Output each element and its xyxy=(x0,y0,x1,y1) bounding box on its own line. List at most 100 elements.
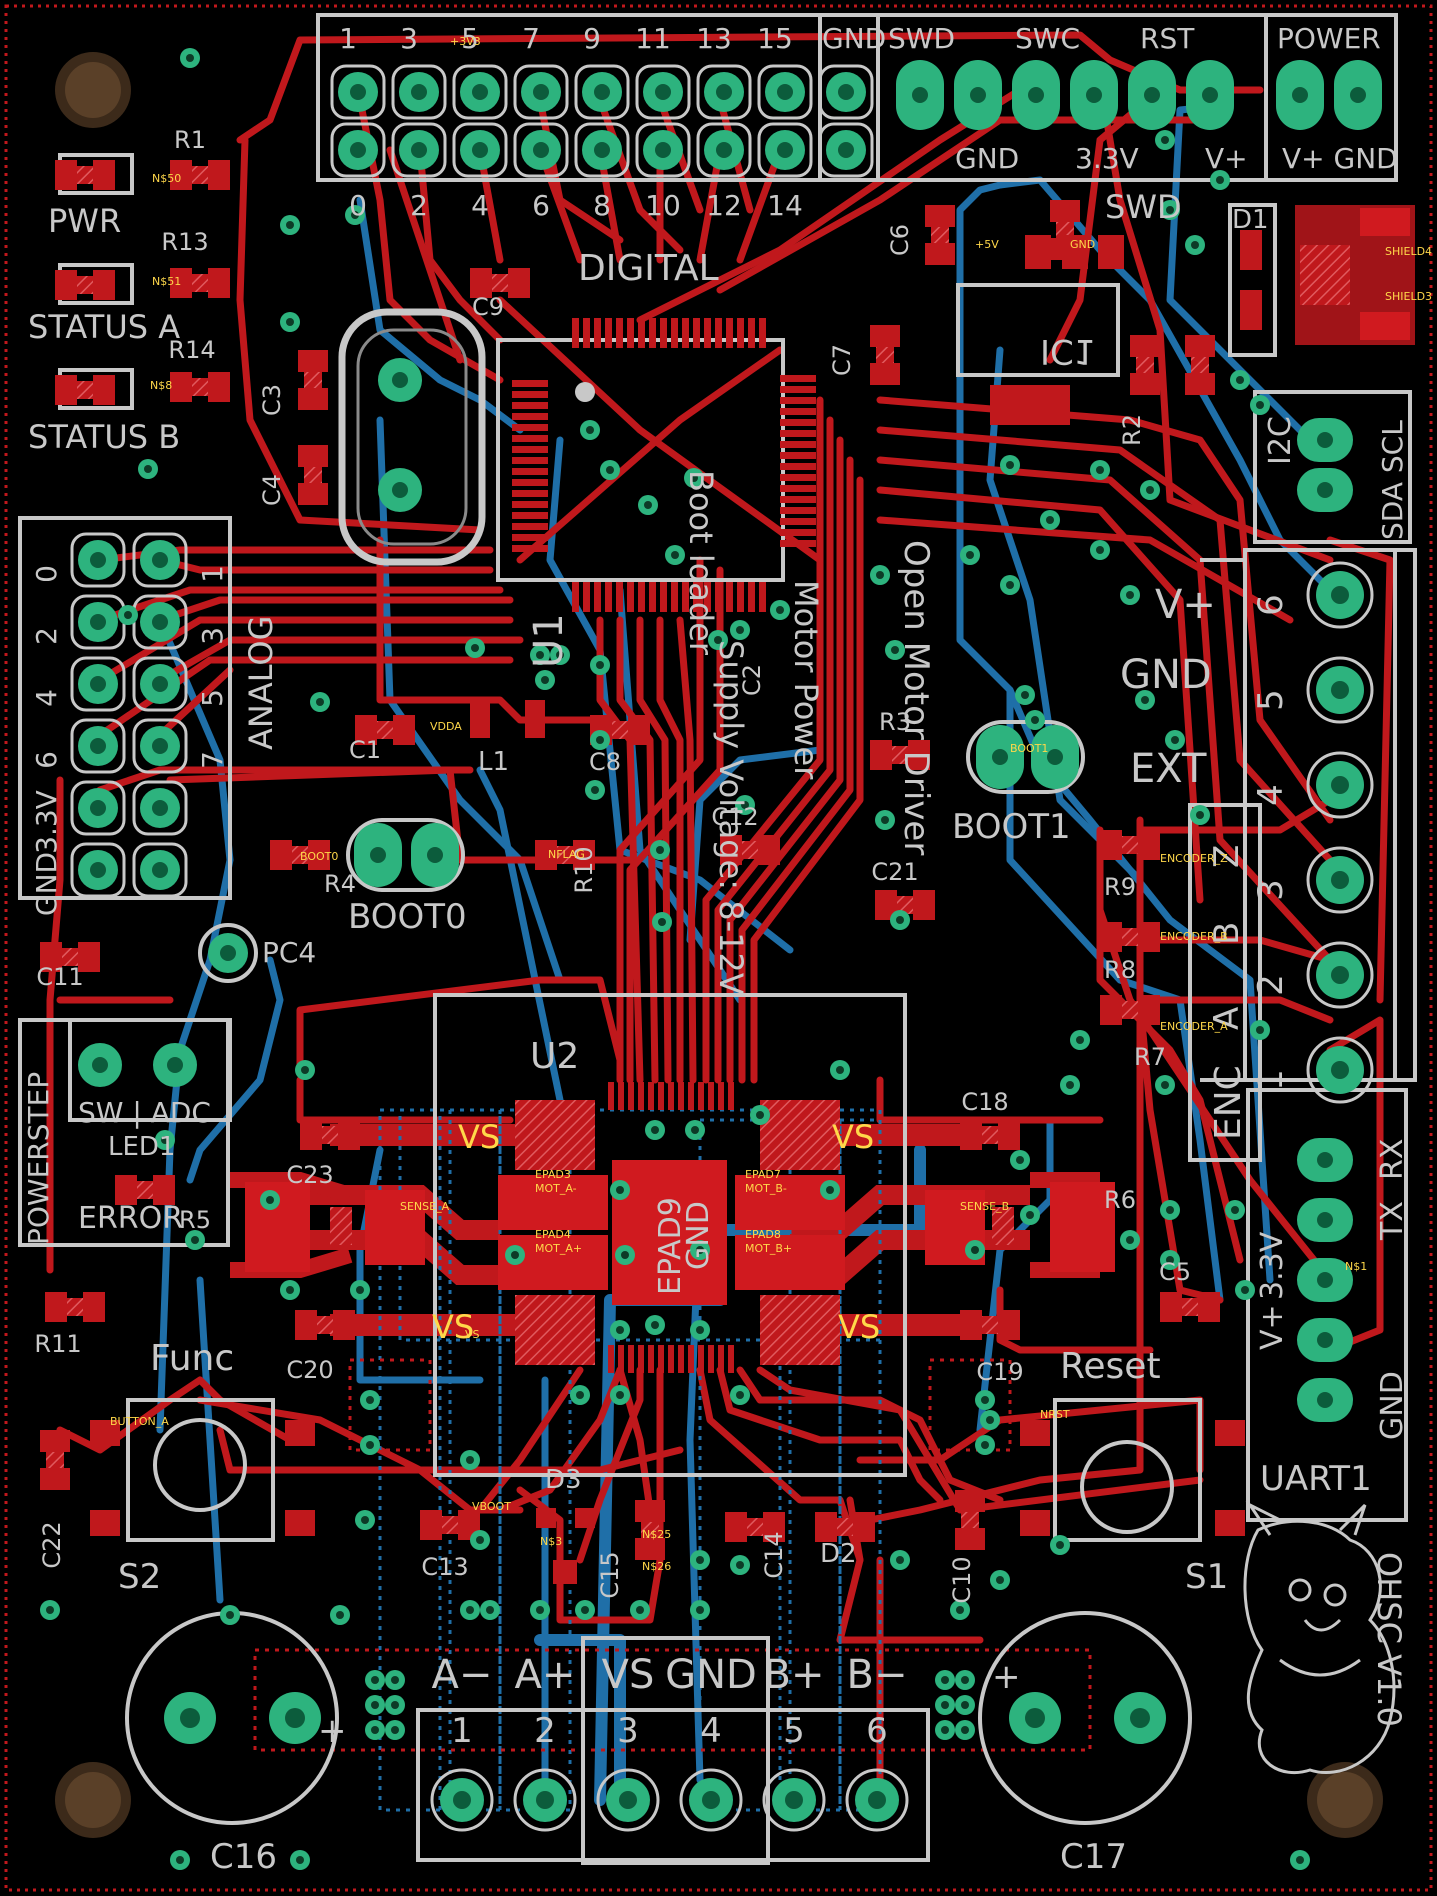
power-label: POWER xyxy=(1277,22,1381,55)
u1-pin-left-8 xyxy=(512,468,548,475)
via-drill-117 xyxy=(606,466,614,474)
r1-smd-body xyxy=(1191,357,1209,373)
designator-c4: C4 xyxy=(258,474,286,506)
u1-pin-left-7 xyxy=(512,457,548,464)
analog-pad-right-3-outline xyxy=(132,718,188,774)
u1-pin-left-1 xyxy=(512,391,548,398)
via-drill-46 xyxy=(696,1326,704,1334)
via-drill-4 xyxy=(1196,811,1204,819)
analog-left-pin-4: 3.3V xyxy=(30,790,63,854)
via-drill-72 xyxy=(46,1606,54,1614)
digital-pad-top-2-drill xyxy=(472,84,488,100)
r1-smd-pad1 xyxy=(1185,335,1215,357)
designator-c1: C1 xyxy=(349,736,381,764)
designator-c22: C22 xyxy=(38,1521,66,1568)
net-label-31: N$25 xyxy=(642,1528,671,1541)
c-nflag-pad1 xyxy=(535,840,557,870)
swd-pad-drill-1 xyxy=(970,87,986,103)
c4-pad2 xyxy=(298,483,328,505)
u1-pin-top-6 xyxy=(638,318,645,348)
u2-pin-top-1 xyxy=(618,1082,624,1110)
i2c-pad-drill-1 xyxy=(1317,482,1333,498)
motor-label-3: GND xyxy=(665,1652,757,1698)
motor-pad-ring-1 xyxy=(513,1768,577,1832)
reset-label: Reset xyxy=(1060,1346,1161,1387)
button-pad-5 xyxy=(90,1420,120,1446)
designator-r3: R3 xyxy=(879,708,911,736)
mirror-text-3: Motor Power xyxy=(787,580,825,780)
digital-pad-bottom-8-outline xyxy=(818,122,874,178)
u1-pin-left-14 xyxy=(512,534,548,541)
ic1-tab-pad1 xyxy=(1050,200,1080,222)
via-drill-99 xyxy=(741,801,749,809)
swd-bottom-label-1: GND xyxy=(955,142,1019,175)
via-drill-3 xyxy=(1256,1026,1264,1034)
c15-pad2 xyxy=(635,1538,665,1560)
led-status-b-pad2 xyxy=(93,375,115,405)
u1-pin-bottom-6 xyxy=(638,582,645,612)
designator-r8: R8 xyxy=(1104,956,1136,984)
d2-body xyxy=(837,1518,853,1536)
designator-c18: C18 xyxy=(961,1088,1008,1116)
led-status-a-pad1 xyxy=(55,270,77,300)
via-drill-108 xyxy=(1161,136,1169,144)
r8-pad2 xyxy=(1138,922,1160,952)
designator-c23: C23 xyxy=(286,1161,333,1189)
powerstep-label: POWERSTEP xyxy=(22,1072,55,1245)
u1-pin-bottom-7 xyxy=(649,582,656,612)
digital-pad-top-1-drill xyxy=(411,84,427,100)
i2c-label: I2C xyxy=(1263,416,1298,465)
digital-pad-top-4-outline xyxy=(574,64,630,120)
u1-pin-right-3 xyxy=(780,408,816,415)
via-drill-92 xyxy=(556,651,564,659)
d3-label: D3 xyxy=(545,1465,582,1495)
u2-pin-bottom-1 xyxy=(618,1345,624,1373)
net-label-7: N$8 xyxy=(150,379,172,392)
motor-pin-number-5: 5 xyxy=(783,1711,805,1751)
analog-pad-right-3-drill xyxy=(152,738,168,754)
analog-pad-right-0-outline xyxy=(132,532,188,588)
r11-pad1 xyxy=(45,1292,67,1322)
u1-pin-right-0 xyxy=(780,375,816,382)
via-drill-78 xyxy=(371,1676,379,1684)
u1-pin-top-3 xyxy=(605,318,612,348)
via-drill-59 xyxy=(1076,1036,1084,1044)
c13-pad1 xyxy=(420,1510,442,1540)
net-label-11: BUTTON_A xyxy=(110,1415,169,1428)
u1-pin-left-13 xyxy=(512,523,548,530)
analog-pad-left-2-outline xyxy=(70,656,126,712)
led1-pad1 xyxy=(115,1175,137,1205)
via-drill-19 xyxy=(644,501,652,509)
designator-labels: R1R2R3R4R5R6R7R8R9R10R11R13R14C1C2C3C4C5… xyxy=(34,126,1191,1604)
u2-pin-top-6 xyxy=(668,1082,674,1110)
digital-pad-bottom-3-outline xyxy=(513,122,569,178)
motor-label-1: A+ xyxy=(515,1652,576,1698)
c22-pad2 xyxy=(40,1468,70,1490)
c10-pad1 xyxy=(955,1490,985,1512)
d1-label: D1 xyxy=(1232,205,1269,235)
via-drill-71 xyxy=(1056,1541,1064,1549)
via-drill-75 xyxy=(391,1676,399,1684)
s1-label: S1 xyxy=(1185,1557,1228,1597)
digital-pad-bottom-7-outline xyxy=(757,122,813,178)
analog-pad-right-4-drill xyxy=(152,800,168,816)
via-drill-67 xyxy=(736,1561,744,1569)
via-drill-111 xyxy=(191,1236,199,1244)
digital-top-pin-3: 3 xyxy=(400,22,418,55)
d3-pad2 xyxy=(575,1508,595,1528)
pc4-pad-drill xyxy=(220,945,236,961)
mounting-holes xyxy=(55,52,1383,1838)
via-drill-118 xyxy=(586,426,594,434)
boot0-label: BOOT0 xyxy=(348,897,467,937)
vias xyxy=(40,48,1310,1870)
motor-label-4: B+ xyxy=(764,1652,825,1698)
u1-pin-right-12 xyxy=(780,507,816,514)
analog-pad-left-4-drill xyxy=(90,800,106,816)
ext-pad-drill-4 xyxy=(1331,966,1349,984)
digital-pad-bottom-6-outline xyxy=(696,122,752,178)
enc-z-label: Z xyxy=(1207,845,1247,868)
u1-pin-bottom-10 xyxy=(682,582,689,612)
via-drill-42 xyxy=(621,1251,629,1259)
designator-c9: C9 xyxy=(472,293,504,321)
net-label-30: VBOOT xyxy=(472,1500,511,1513)
